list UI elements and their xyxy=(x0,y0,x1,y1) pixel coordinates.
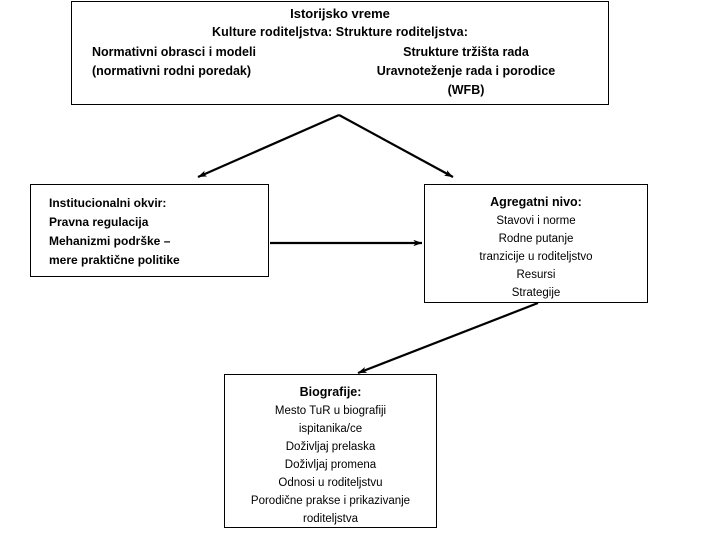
box-aggregate-level: Agregatni nivo: Stavovi i norme Rodne pu… xyxy=(424,184,648,303)
historical-time-right-column: Strukture tržišta rada Uravnoteženje rad… xyxy=(340,43,592,100)
aggregate-level-title: Agregatni nivo: xyxy=(490,195,582,209)
institutional-framework-line: Pravna regulacija xyxy=(49,215,149,229)
biographies-title: Biografije: xyxy=(299,385,362,399)
aggregate-level-line: Rodne putanje xyxy=(498,233,574,245)
arrow-historical-to-institutional xyxy=(197,113,340,179)
historical-time-title: Istorijsko vreme xyxy=(290,6,390,21)
biographies-line: Doživljaj prelaska xyxy=(285,441,376,453)
institutional-framework-line: mere praktične politike xyxy=(49,253,180,267)
historical-time-columns: Normativni obrasci i modeli (normativni … xyxy=(72,41,608,97)
box-biographies: Biografije: Mesto TuR u biografiji ispit… xyxy=(224,374,437,528)
biographies-line: Porodične prakse i prikazivanje xyxy=(250,495,411,507)
biographies-line: roditeljstva xyxy=(303,513,358,525)
box-historical-time: Istorijsko vreme Kulture roditeljstva: S… xyxy=(71,1,609,105)
biographies-line: Doživljaj promena xyxy=(284,459,377,471)
arrow-aggregate-to-biographies xyxy=(357,301,539,375)
institutional-framework-line: Mehanizmi podrške – xyxy=(49,234,171,248)
historical-time-left-column: Normativni obrasci i modeli (normativni … xyxy=(92,43,342,81)
arrow-historical-to-aggregate xyxy=(338,114,454,178)
aggregate-level-line: Resursi xyxy=(516,269,556,281)
box-institutional-framework: Institucionalni okvir: Pravna regulacija… xyxy=(30,184,269,277)
aggregate-level-line: tranzicije u roditeljstvo xyxy=(479,251,593,263)
biographies-line: Odnosi u roditeljstvu xyxy=(278,477,383,489)
biographies-line: ispitanika/ce xyxy=(298,423,363,435)
historical-time-left-line: (normativni rodni poredak) xyxy=(92,64,252,78)
historical-time-subtitle: Kulture roditeljstva: Strukture roditelj… xyxy=(212,25,468,39)
aggregate-level-line: Strategije xyxy=(511,287,561,299)
historical-time-left-line: Normativni obrasci i modeli xyxy=(92,45,256,59)
biographies-line: Mesto TuR u biografiji xyxy=(274,405,387,417)
historical-time-right-line: (WFB) xyxy=(447,83,485,97)
aggregate-level-line: Stavovi i norme xyxy=(496,215,576,227)
historical-time-right-line: Strukture tržišta rada xyxy=(403,45,529,59)
historical-time-right-line: Uravnoteženje rada i porodice xyxy=(376,64,556,78)
institutional-framework-line: Institucionalni okvir: xyxy=(49,196,167,210)
